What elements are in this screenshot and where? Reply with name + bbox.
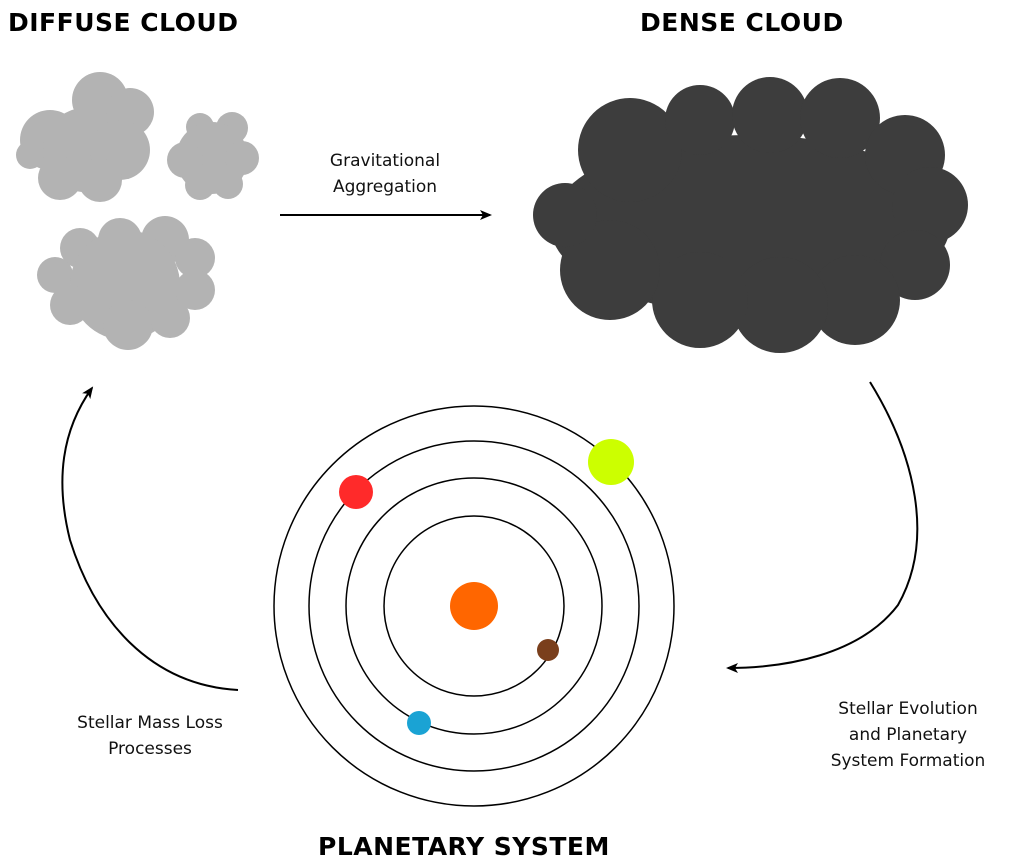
gravitational-label-line1: Gravitational [329, 151, 441, 171]
central-star [450, 582, 498, 630]
planet-cyan [407, 711, 431, 735]
orbit-2 [345, 477, 603, 735]
planet-brown [537, 639, 559, 661]
orbit-3 [308, 440, 640, 772]
planetary-system [273, 405, 675, 807]
planet-red [339, 475, 373, 509]
dense-cloud [533, 77, 968, 353]
mass-loss-label-line2: Processes [108, 739, 192, 759]
mass-loss-label-line1: Stellar Mass Loss [77, 713, 223, 733]
stellar-mass-loss-arrow [61, 386, 239, 691]
stellar-evolution-label-line2: and Planetary [848, 725, 968, 745]
diffuse-cloud-1 [16, 72, 154, 202]
stellar-evolution-arrow [726, 381, 919, 673]
diffuse-cloud-title: DIFFUSE CLOUD [8, 8, 239, 37]
stellar-evolution-label-line3: System Formation [830, 751, 986, 771]
diffuse-cloud-3 [37, 216, 215, 350]
orbit-1 [383, 515, 565, 697]
dense-cloud-title: DENSE CLOUD [640, 8, 844, 37]
planetary-system-title: PLANETARY SYSTEM [318, 832, 610, 861]
planet-lime [588, 439, 634, 485]
diffuse-cloud-2 [167, 112, 259, 200]
stellar-mass-loss-label: Stellar Mass Loss Processes [50, 710, 250, 762]
stellar-evolution-label-line1: Stellar Evolution [838, 699, 978, 719]
gravitational-label-line2: Aggregation [332, 177, 438, 197]
gravitational-aggregation-label: Gravitational Aggregation [300, 148, 470, 200]
orbit-4 [273, 405, 675, 807]
stellar-evolution-label: Stellar Evolution and Planetary System F… [808, 696, 1008, 774]
